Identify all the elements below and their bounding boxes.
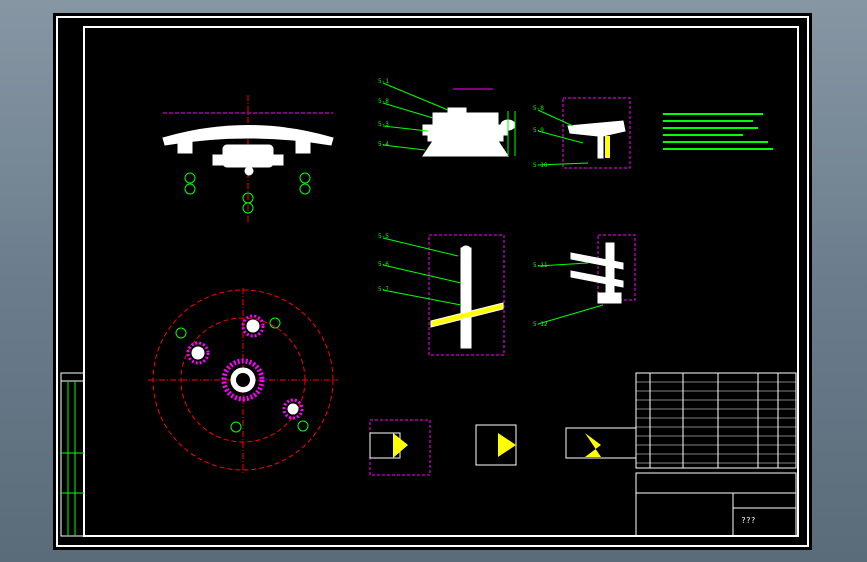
left-binding-table: [60, 372, 85, 537]
drawing-sheet-svg: 5-1 5-8 5-3 5-4 5-8 5-9 5-10: [56, 16, 809, 547]
front-elevation-view: [162, 95, 334, 223]
sheet-outer-border: [56, 16, 809, 547]
upper-assembly-view: 5-1 5-8 5-3 5-4: [378, 78, 516, 157]
tag-5-9: 5-9: [533, 127, 544, 134]
tag-5-4: 5-4: [378, 141, 389, 148]
title-block: ???: [635, 472, 797, 537]
middle-section-view: 5-5 5-6 5-7: [378, 233, 505, 356]
tag-5-5: 5-5: [378, 233, 389, 240]
upper-right-detail-view: 5-8 5-9 5-10: [533, 97, 631, 169]
weld-detail-2: [475, 424, 517, 466]
cad-drawing-canvas[interactable]: 5-1 5-8 5-3 5-4 5-8 5-9 5-10: [53, 13, 812, 550]
weld-detail-1: [369, 419, 431, 476]
sheet-inner-border: [83, 26, 799, 537]
tag-5-1: 5-1: [378, 78, 389, 85]
tag-5-12: 5-12: [533, 321, 548, 328]
title-block-label: ???: [741, 516, 756, 525]
weld-detail-3: [565, 427, 637, 459]
tag-5-6: 5-6: [378, 261, 389, 268]
parts-list-table: [635, 372, 797, 469]
tag-5-8-right: 5-8: [533, 105, 544, 112]
technical-notes: [663, 113, 773, 150]
tag-5-3: 5-3: [378, 121, 389, 128]
tag-5-11: 5-11: [533, 262, 548, 269]
middle-right-detail-view: 5-11 5-12: [533, 234, 636, 328]
tag-5-7: 5-7: [378, 286, 389, 293]
tag-5-10: 5-10: [533, 162, 548, 169]
plan-view-circle: [148, 288, 338, 473]
tag-5-8: 5-8: [378, 98, 389, 105]
